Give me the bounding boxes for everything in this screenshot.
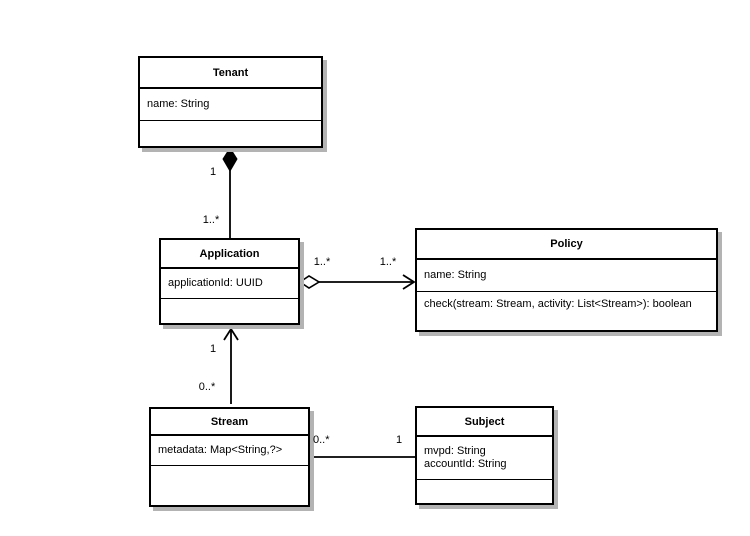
edge-application-policy: [298, 274, 416, 290]
edge-stream-application: [223, 327, 239, 404]
aggregation-hollow-diamond-icon: [298, 275, 321, 289]
class-box-subject: Subject mvpd: String accountId: String: [415, 406, 554, 505]
open-arrowhead-to-application-icon: [223, 327, 239, 341]
multiplicity-stream-end-of-subject-association: 0..*: [313, 434, 330, 446]
class-name-tenant: Tenant: [140, 58, 321, 89]
multiplicity-stream-end-of-application-association: 0..*: [198, 381, 216, 393]
edge-tenant-application: [222, 147, 238, 238]
attribute: name: String: [147, 98, 210, 110]
class-attributes-stream: metadata: Map<String,?>: [151, 436, 308, 466]
multiplicity-policy-end: 1..*: [379, 256, 397, 268]
class-name-subject: Subject: [417, 408, 552, 437]
class-attributes-application: applicationId: UUID: [161, 269, 298, 299]
multiplicity-application-end-of-composition: 1..*: [202, 214, 220, 226]
method: check(stream: Stream, activity: List<Str…: [424, 298, 692, 310]
class-attributes-tenant: name: String: [140, 89, 321, 121]
attribute: applicationId: UUID: [168, 277, 263, 289]
class-name-stream: Stream: [151, 409, 308, 436]
attribute: name: String: [424, 269, 487, 281]
class-attributes-policy: name: String: [417, 260, 716, 292]
attribute: accountId: String: [424, 458, 507, 470]
class-box-policy: Policy name: String check(stream: Stream…: [415, 228, 718, 332]
class-methods-application: [161, 299, 298, 323]
multiplicity-application-end-of-aggregation: 1..*: [313, 256, 331, 268]
class-attributes-subject: mvpd: String accountId: String: [417, 437, 552, 480]
class-methods-tenant: [140, 121, 321, 146]
class-methods-stream: [151, 466, 308, 505]
open-arrowhead-to-policy-icon: [402, 274, 416, 290]
class-box-tenant: Tenant name: String: [138, 56, 323, 148]
multiplicity-application-end-of-stream-association: 1: [209, 343, 217, 355]
attribute: metadata: Map<String,?>: [158, 444, 283, 456]
composition-filled-diamond-icon: [222, 147, 238, 172]
class-methods-subject: [417, 480, 552, 503]
class-name-application: Application: [161, 240, 298, 269]
class-box-stream: Stream metadata: Map<String,?>: [149, 407, 310, 507]
class-methods-policy: check(stream: Stream, activity: List<Str…: [417, 292, 716, 330]
class-name-policy: Policy: [417, 230, 716, 260]
multiplicity-subject-end: 1: [395, 434, 403, 446]
class-box-application: Application applicationId: UUID: [159, 238, 300, 325]
multiplicity-tenant-end: 1: [209, 166, 217, 178]
attribute: mvpd: String: [424, 445, 486, 457]
